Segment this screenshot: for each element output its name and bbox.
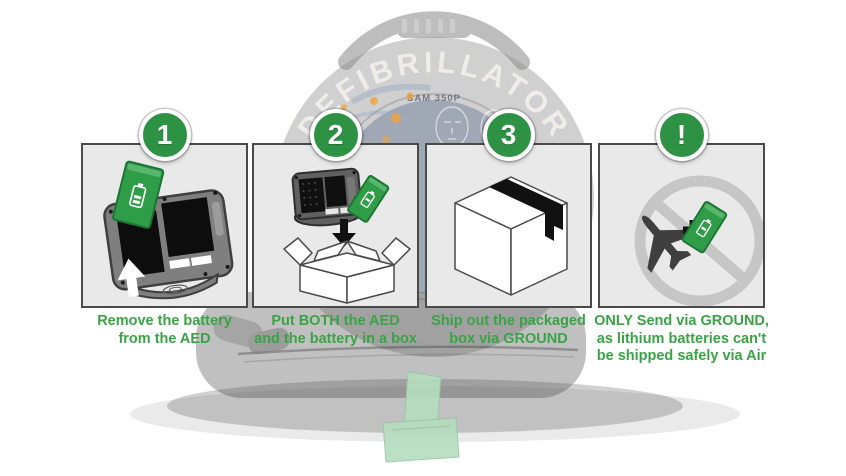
step-2-column: 2 [252,109,419,389]
step-3-caption: Ship out the packaged box via GROUND [431,313,586,347]
step-1-badge: 1 [138,109,191,161]
aed-back-device [103,189,234,300]
step-1-panel [81,143,248,308]
flame-icon [370,97,378,105]
sealed-box-illustration [454,176,568,296]
step-3-panel [425,143,592,308]
closed-box-icon [454,176,568,296]
open-box-icon [283,237,411,304]
flame-icon [391,113,401,123]
battery-icon [112,160,165,229]
step-1-column: 1 [81,109,248,389]
aed-front-device [291,167,364,227]
battery-icon [347,175,390,223]
model-label-text: SAM 350P [407,93,461,104]
battery-removal-illustration [103,160,234,300]
step-3-badge: 3 [482,109,535,161]
no-air-shipping-illustration [634,175,763,306]
arrow-up-icon [117,258,146,297]
case-handle-icon [338,11,530,70]
zipper-line [237,345,579,356]
step-3-column: 3 Ship out the packaged box via GROUND [425,109,592,389]
down-arrow-icon [332,219,356,247]
pack-in-box-illustration [283,167,411,304]
step-4-warning-badge: ! [655,109,708,161]
green-tag [382,371,460,463]
step-4-panel [598,143,765,308]
step-2-caption: Put BOTH the AED and the battery in a bo… [254,313,417,347]
step-1-caption: Remove the battery from the AED [97,313,232,347]
strap-clip [213,314,290,355]
step-2-badge: 2 [309,109,362,161]
step-4-caption: ONLY Send via GROUND, as lithium batteri… [594,313,769,365]
step-2-panel [252,143,419,308]
flame-icon [341,104,347,110]
flame-icon [382,136,390,144]
battery-icon [681,201,728,254]
flame-icon [406,92,414,100]
step-4-column: ! ONLY Send via GROUND, as [594,109,769,389]
packing-tape [489,179,563,241]
